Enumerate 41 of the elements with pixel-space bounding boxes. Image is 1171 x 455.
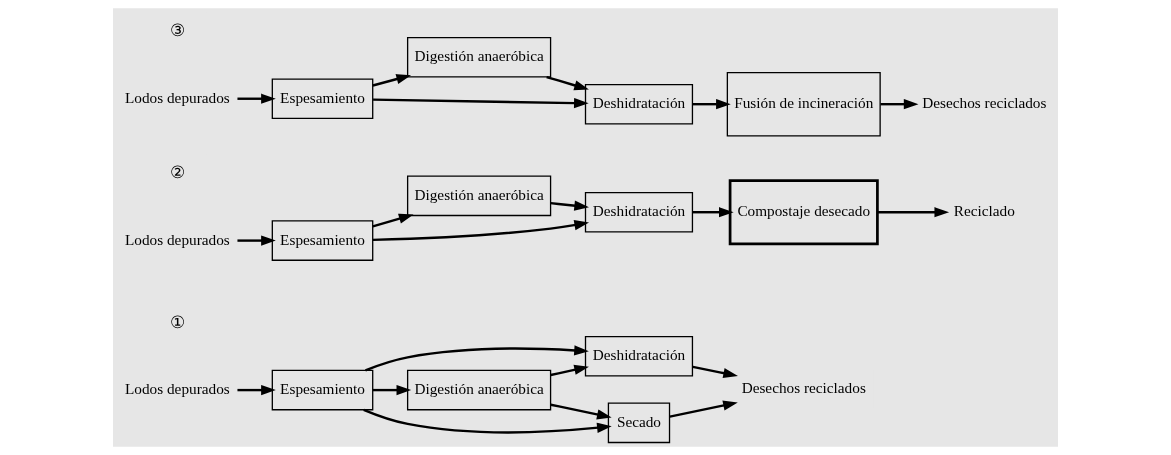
node-box: Secado — [607, 402, 671, 444]
arrow — [550, 364, 589, 377]
arrow — [692, 207, 734, 218]
node-box: Deshidratación — [584, 335, 694, 377]
arrow — [365, 345, 589, 372]
node-text: Lodos depurados — [125, 380, 230, 398]
arrow — [669, 400, 738, 418]
node-box: Deshidratación — [584, 191, 694, 233]
node-text: Lodos depurados — [125, 88, 230, 106]
arrow — [692, 99, 731, 110]
node-box: Espesamiento — [271, 220, 374, 261]
node-text: Lodos depurados — [125, 230, 230, 248]
node-label: ② — [169, 162, 185, 183]
arrow — [372, 213, 414, 228]
arrow — [363, 408, 612, 434]
arrow — [877, 207, 950, 218]
arrow — [237, 384, 276, 396]
arrow — [546, 75, 589, 91]
node-box: Espesamiento — [271, 369, 374, 411]
arrow — [692, 365, 738, 379]
node-box: Deshidratación — [584, 83, 694, 125]
node-box: Compostaje desecado — [728, 179, 879, 246]
node-text: Desechos reciclados — [922, 94, 1047, 112]
node-box: Digestión anaeróbica — [406, 36, 552, 78]
node-box: Espesamiento — [271, 78, 374, 120]
arrow — [372, 384, 412, 396]
node-label: ③ — [169, 20, 185, 41]
node-label: ① — [169, 311, 185, 332]
arrow — [372, 220, 589, 242]
arrow — [373, 97, 589, 109]
arrow — [237, 93, 276, 104]
node-text: Desechos reciclados — [741, 379, 866, 397]
arrow — [550, 200, 589, 211]
node-text: Reciclado — [953, 202, 1015, 220]
arrow — [372, 74, 412, 87]
node-box: Fusión de incineración — [726, 71, 881, 137]
arrow — [550, 403, 612, 420]
arrow — [237, 235, 276, 246]
node-box: Digestión anaeróbica — [406, 175, 552, 217]
node-box: Digestión anaeróbica — [406, 369, 552, 411]
arrow — [880, 99, 919, 110]
